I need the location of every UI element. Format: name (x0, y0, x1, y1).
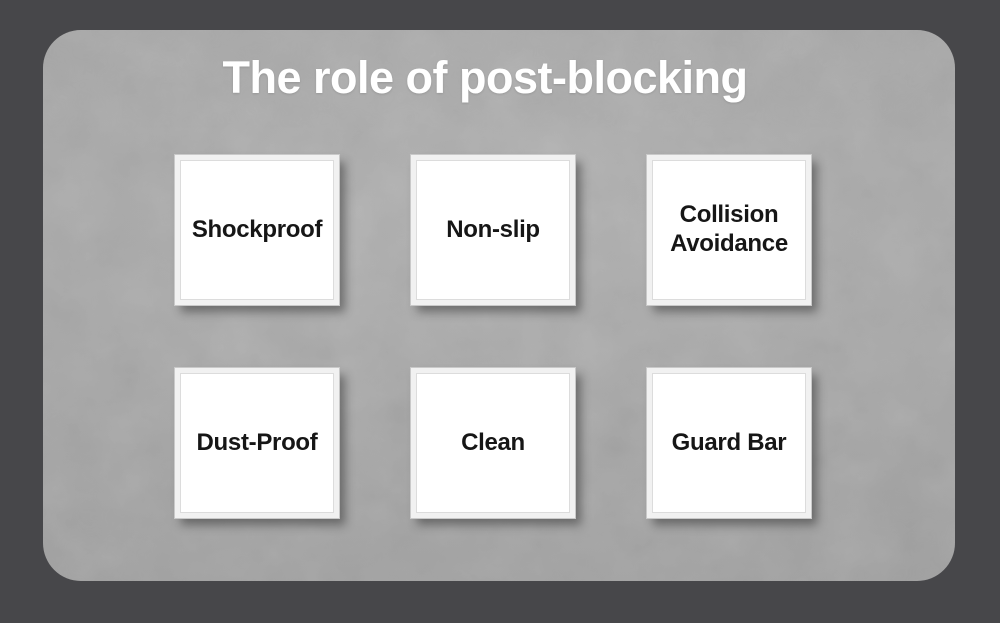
feature-box-dust-proof: Dust-Proof (175, 368, 339, 518)
feature-label: Collision Avoidance (670, 201, 788, 257)
page-title: The role of post-blocking (222, 52, 749, 103)
feature-box-guard-bar: Guard Bar (647, 368, 811, 518)
feature-label: Guard Bar (671, 428, 787, 456)
feature-label: Dust-Proof (196, 428, 318, 456)
feature-grid: Shockproof Non-slip Collision Avoidance … (175, 155, 811, 518)
feature-label: Shockproof (191, 215, 323, 243)
feature-box-non-slip: Non-slip (411, 155, 575, 305)
feature-box-collision-avoidance: Collision Avoidance (647, 155, 811, 305)
feature-box-shockproof: Shockproof (175, 155, 339, 305)
content-panel: The role of post-blocking Shockproof Non… (43, 30, 955, 581)
feature-box-clean: Clean (411, 368, 575, 518)
feature-label: Non-slip (446, 215, 540, 243)
feature-label: Clean (461, 428, 525, 456)
